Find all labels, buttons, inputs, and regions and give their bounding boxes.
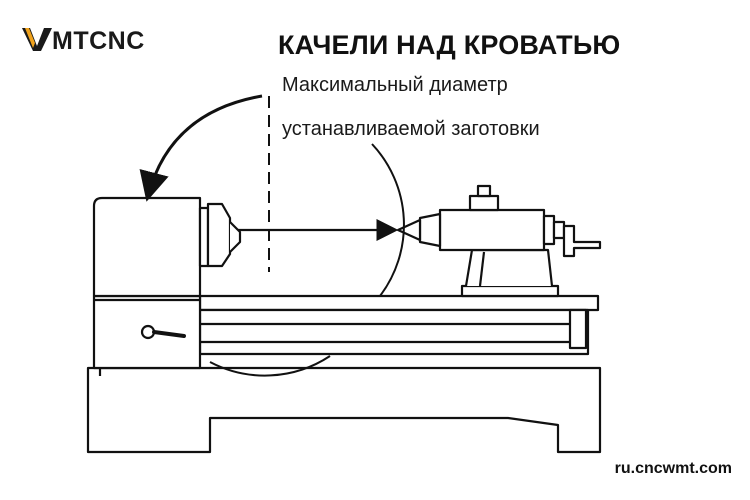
vmtcnc-logo-icon: MTCNC [22,27,145,52]
caption-line-1: Максимальный диаметр [282,74,508,96]
svg-text:MTCNC: MTCNC [52,27,145,52]
page-title: КАЧЕЛИ НАД КРОВАТЬЮ [278,30,621,60]
caption-line-2: устанавливаемой заготовки [282,118,540,140]
website-url: ru.cncwmt.com [614,460,732,477]
